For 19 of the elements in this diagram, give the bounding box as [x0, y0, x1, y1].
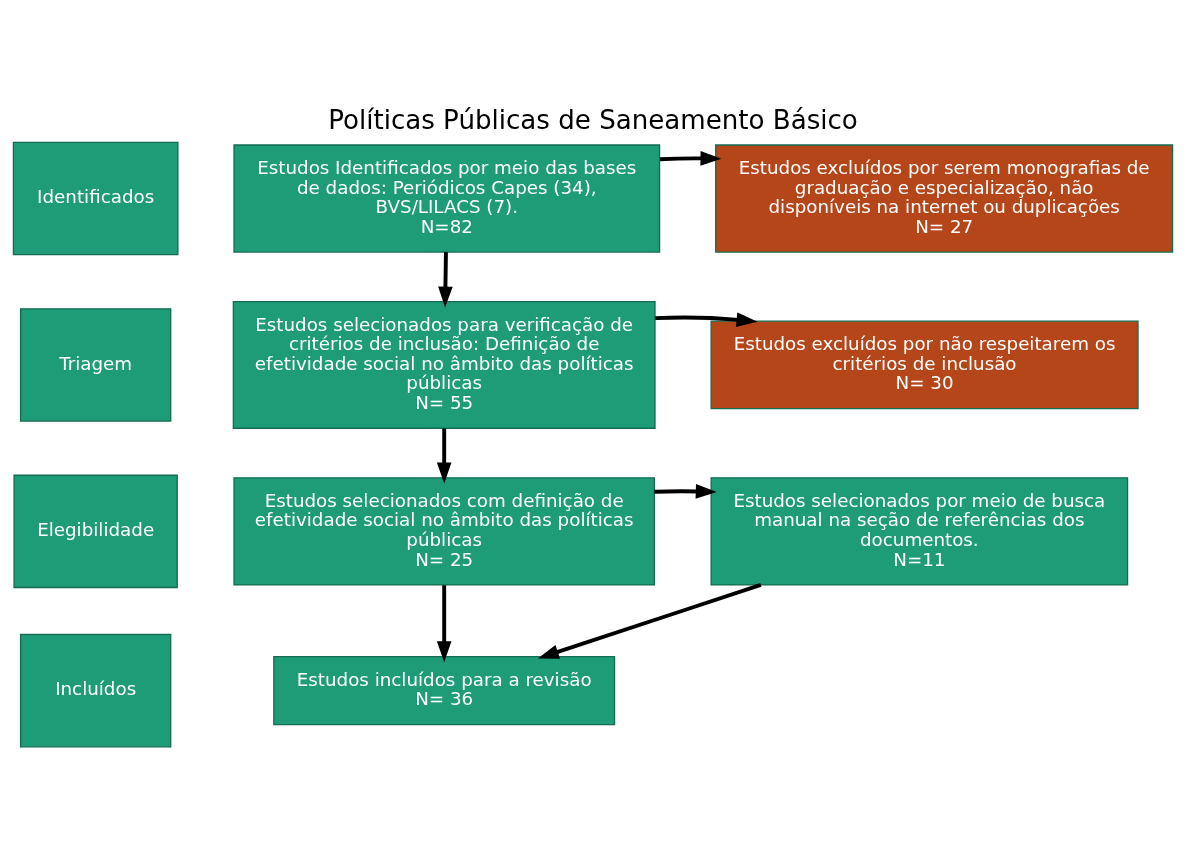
- arrow: [655, 311, 758, 327]
- node-box: Triagem: [19, 307, 172, 422]
- arrow: [659, 150, 722, 166]
- node-box: Estudos selecionados por meio de busca manual na seção de referências dos documentos. N=11: [710, 476, 1129, 586]
- arrow: [438, 251, 453, 307]
- node-box: Estudos excluídos por não respeitarem os critérios de inclusão N= 30: [710, 320, 1139, 409]
- node-box: Elegibilidade: [13, 474, 178, 588]
- arrow: [537, 582, 762, 659]
- node-box: Incluídos: [19, 633, 172, 747]
- node-box: Identificados: [12, 141, 179, 255]
- arrow: [654, 483, 717, 499]
- node-box: Estudos excluídos por serem monografias de graduação e especialização, não disponíveis na internet ou duplicações N= 27: [715, 143, 1174, 253]
- arrow: [436, 428, 452, 483]
- node-box: Estudos selecionados com definição de efetividade social no âmbito das políticas públicas N= 25: [233, 476, 655, 586]
- node-box: Estudos Identificados por meio das bases de dados: Periódicos Capes (34), BVS/LILACS (7). N=82: [233, 143, 661, 253]
- arrow: [436, 584, 452, 662]
- node-box: Estudos selecionados para verificação de critérios de inclusão: Definição de efetividade social no âmbito das políticas públicas N= 55: [232, 300, 656, 429]
- node-box: Estudos incluídos para a revisão N= 36: [273, 655, 616, 725]
- diagram-title: Políticas Públicas de Saneamento Básico: [328, 104, 858, 135]
